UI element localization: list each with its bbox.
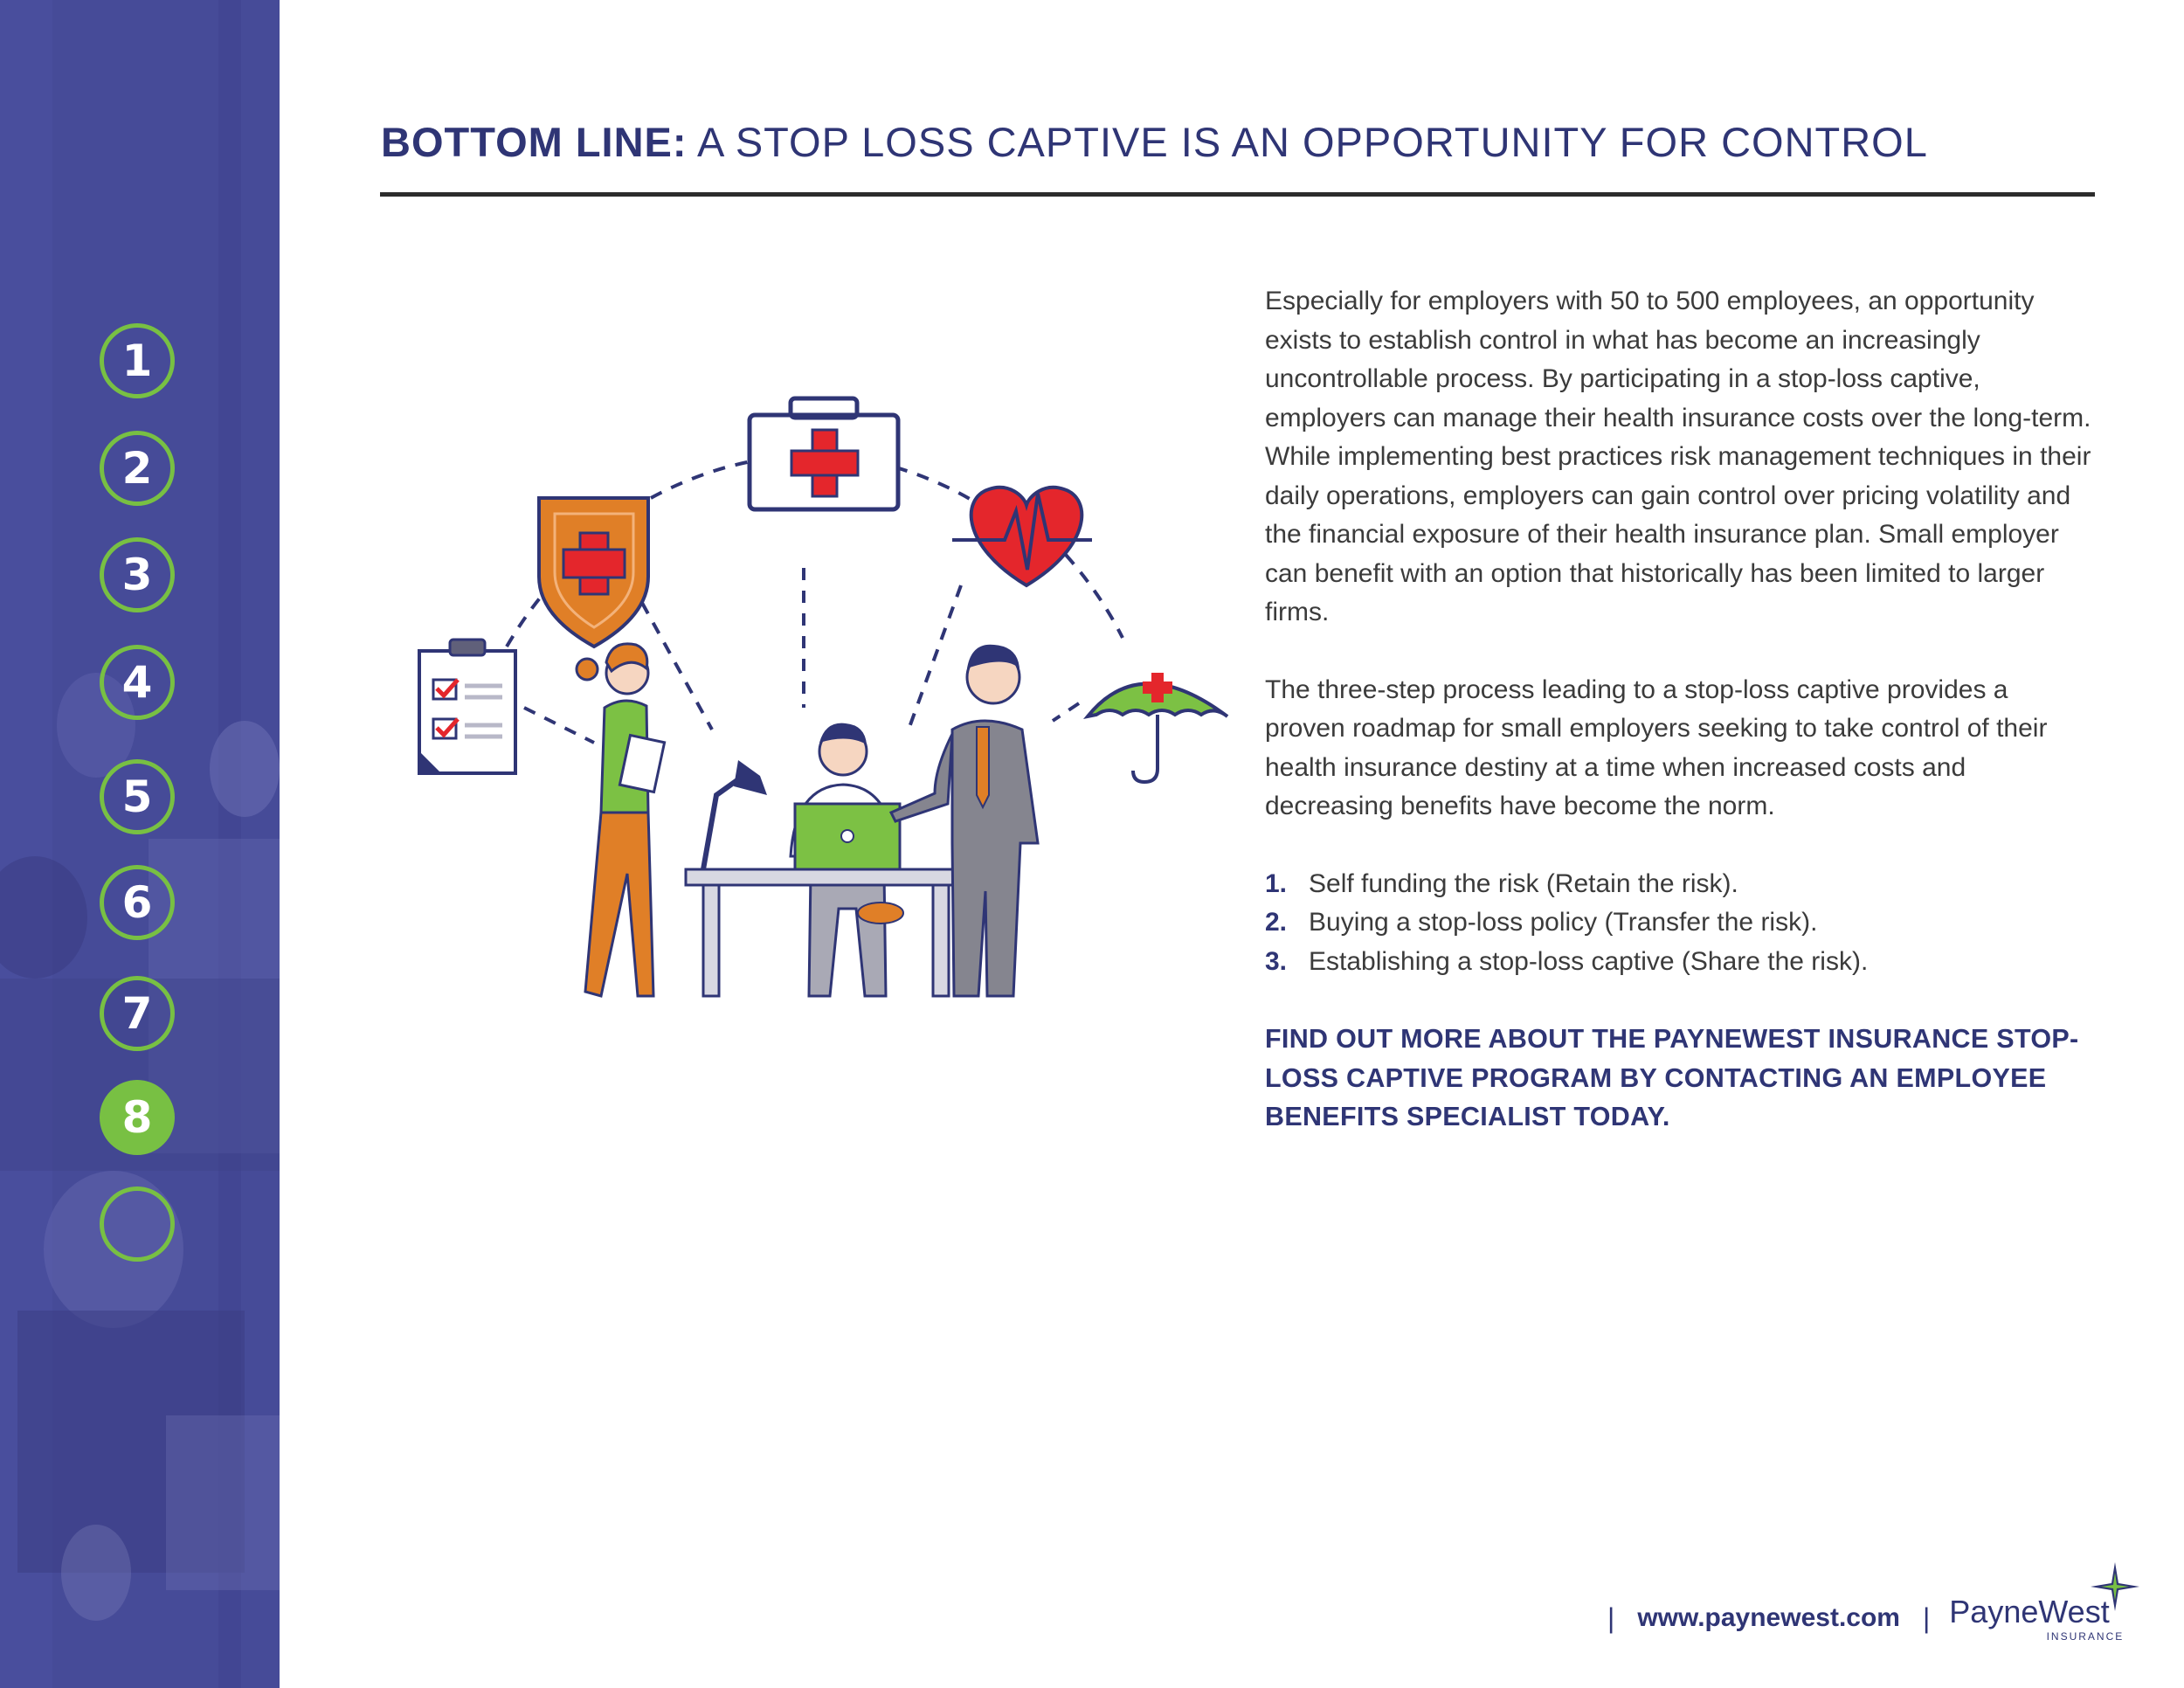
umbrella-icon bbox=[1083, 673, 1229, 785]
call-to-action: FIND OUT MORE ABOUT THE PAYNEWEST INSURA… bbox=[1265, 1024, 2079, 1131]
website-link[interactable]: www.paynewest.com bbox=[1637, 1603, 1900, 1632]
compass-star-icon bbox=[2091, 1562, 2140, 1611]
page-title: BOTTOM LINE: A STOP LOSS CAPTIVE IS AN O… bbox=[381, 118, 2093, 166]
heart-pulse-icon bbox=[952, 486, 1092, 588]
title-divider bbox=[380, 192, 2095, 197]
logo-subtitle: INSURANCE bbox=[2046, 1630, 2125, 1643]
benefits-illustration bbox=[418, 396, 1229, 998]
step-number: 1. bbox=[1265, 868, 1288, 898]
sidebar: 1 2 3 4 5 6 7 8 bbox=[0, 0, 280, 1688]
first-aid-kit-icon bbox=[747, 396, 901, 512]
page-title-strong: BOTTOM LINE: bbox=[381, 119, 688, 165]
step-text: Self funding the risk (Retain the risk). bbox=[1309, 868, 1738, 898]
list-item: 1. Self funding the risk (Retain the ris… bbox=[1265, 865, 2095, 904]
footer: | www.paynewest.com | PayneWest INSURANC… bbox=[1607, 1562, 2167, 1644]
standing-man-suit bbox=[888, 644, 1040, 998]
step-number: 3. bbox=[1265, 946, 1288, 976]
nav-item-8[interactable]: 8 bbox=[100, 1080, 175, 1155]
nav-item-1[interactable]: 1 bbox=[100, 323, 175, 398]
body-copy: Especially for employers with 50 to 500 … bbox=[1265, 282, 2095, 1137]
nav-item-3[interactable]: 3 bbox=[100, 537, 175, 612]
seated-man-laptop bbox=[789, 723, 904, 998]
desk-lamp bbox=[701, 760, 767, 870]
logo-wordmark: PayneWest bbox=[1949, 1594, 2110, 1629]
nav-item-2[interactable]: 2 bbox=[100, 431, 175, 506]
nav-item-9[interactable] bbox=[100, 1186, 175, 1262]
chapter-nav: 1 2 3 4 5 6 7 8 bbox=[0, 0, 280, 1688]
footer-separator: | bbox=[1922, 1602, 1931, 1634]
list-item: 3. Establishing a stop-loss captive (Sha… bbox=[1265, 943, 2095, 982]
steps-list: 1. Self funding the risk (Retain the ris… bbox=[1265, 865, 2095, 982]
nav-item-4[interactable]: 4 bbox=[100, 645, 175, 720]
nav-item-5[interactable]: 5 bbox=[100, 759, 175, 834]
list-item: 2. Buying a stop-loss policy (Transfer t… bbox=[1265, 903, 2095, 943]
page-title-rest: A STOP LOSS CAPTIVE IS AN OPPORTUNITY FO… bbox=[687, 119, 1928, 165]
footer-separator: | bbox=[1607, 1602, 1615, 1634]
nav-item-6[interactable]: 6 bbox=[100, 865, 175, 940]
shield-cross-icon bbox=[537, 496, 650, 649]
nav-item-7[interactable]: 7 bbox=[100, 976, 175, 1051]
intro-paragraph: Especially for employers with 50 to 500 … bbox=[1265, 287, 2091, 626]
clipboard-icon bbox=[418, 638, 517, 775]
process-paragraph: The three-step process leading to a stop… bbox=[1265, 675, 2048, 821]
step-text: Establishing a stop-loss captive (Share … bbox=[1309, 946, 1869, 976]
paynewest-logo: PayneWest INSURANCE bbox=[1949, 1562, 2140, 1644]
woman-figure bbox=[575, 642, 667, 998]
step-number: 2. bbox=[1265, 908, 1288, 937]
step-text: Buying a stop-loss policy (Transfer the … bbox=[1309, 908, 1818, 937]
desk bbox=[684, 868, 967, 998]
